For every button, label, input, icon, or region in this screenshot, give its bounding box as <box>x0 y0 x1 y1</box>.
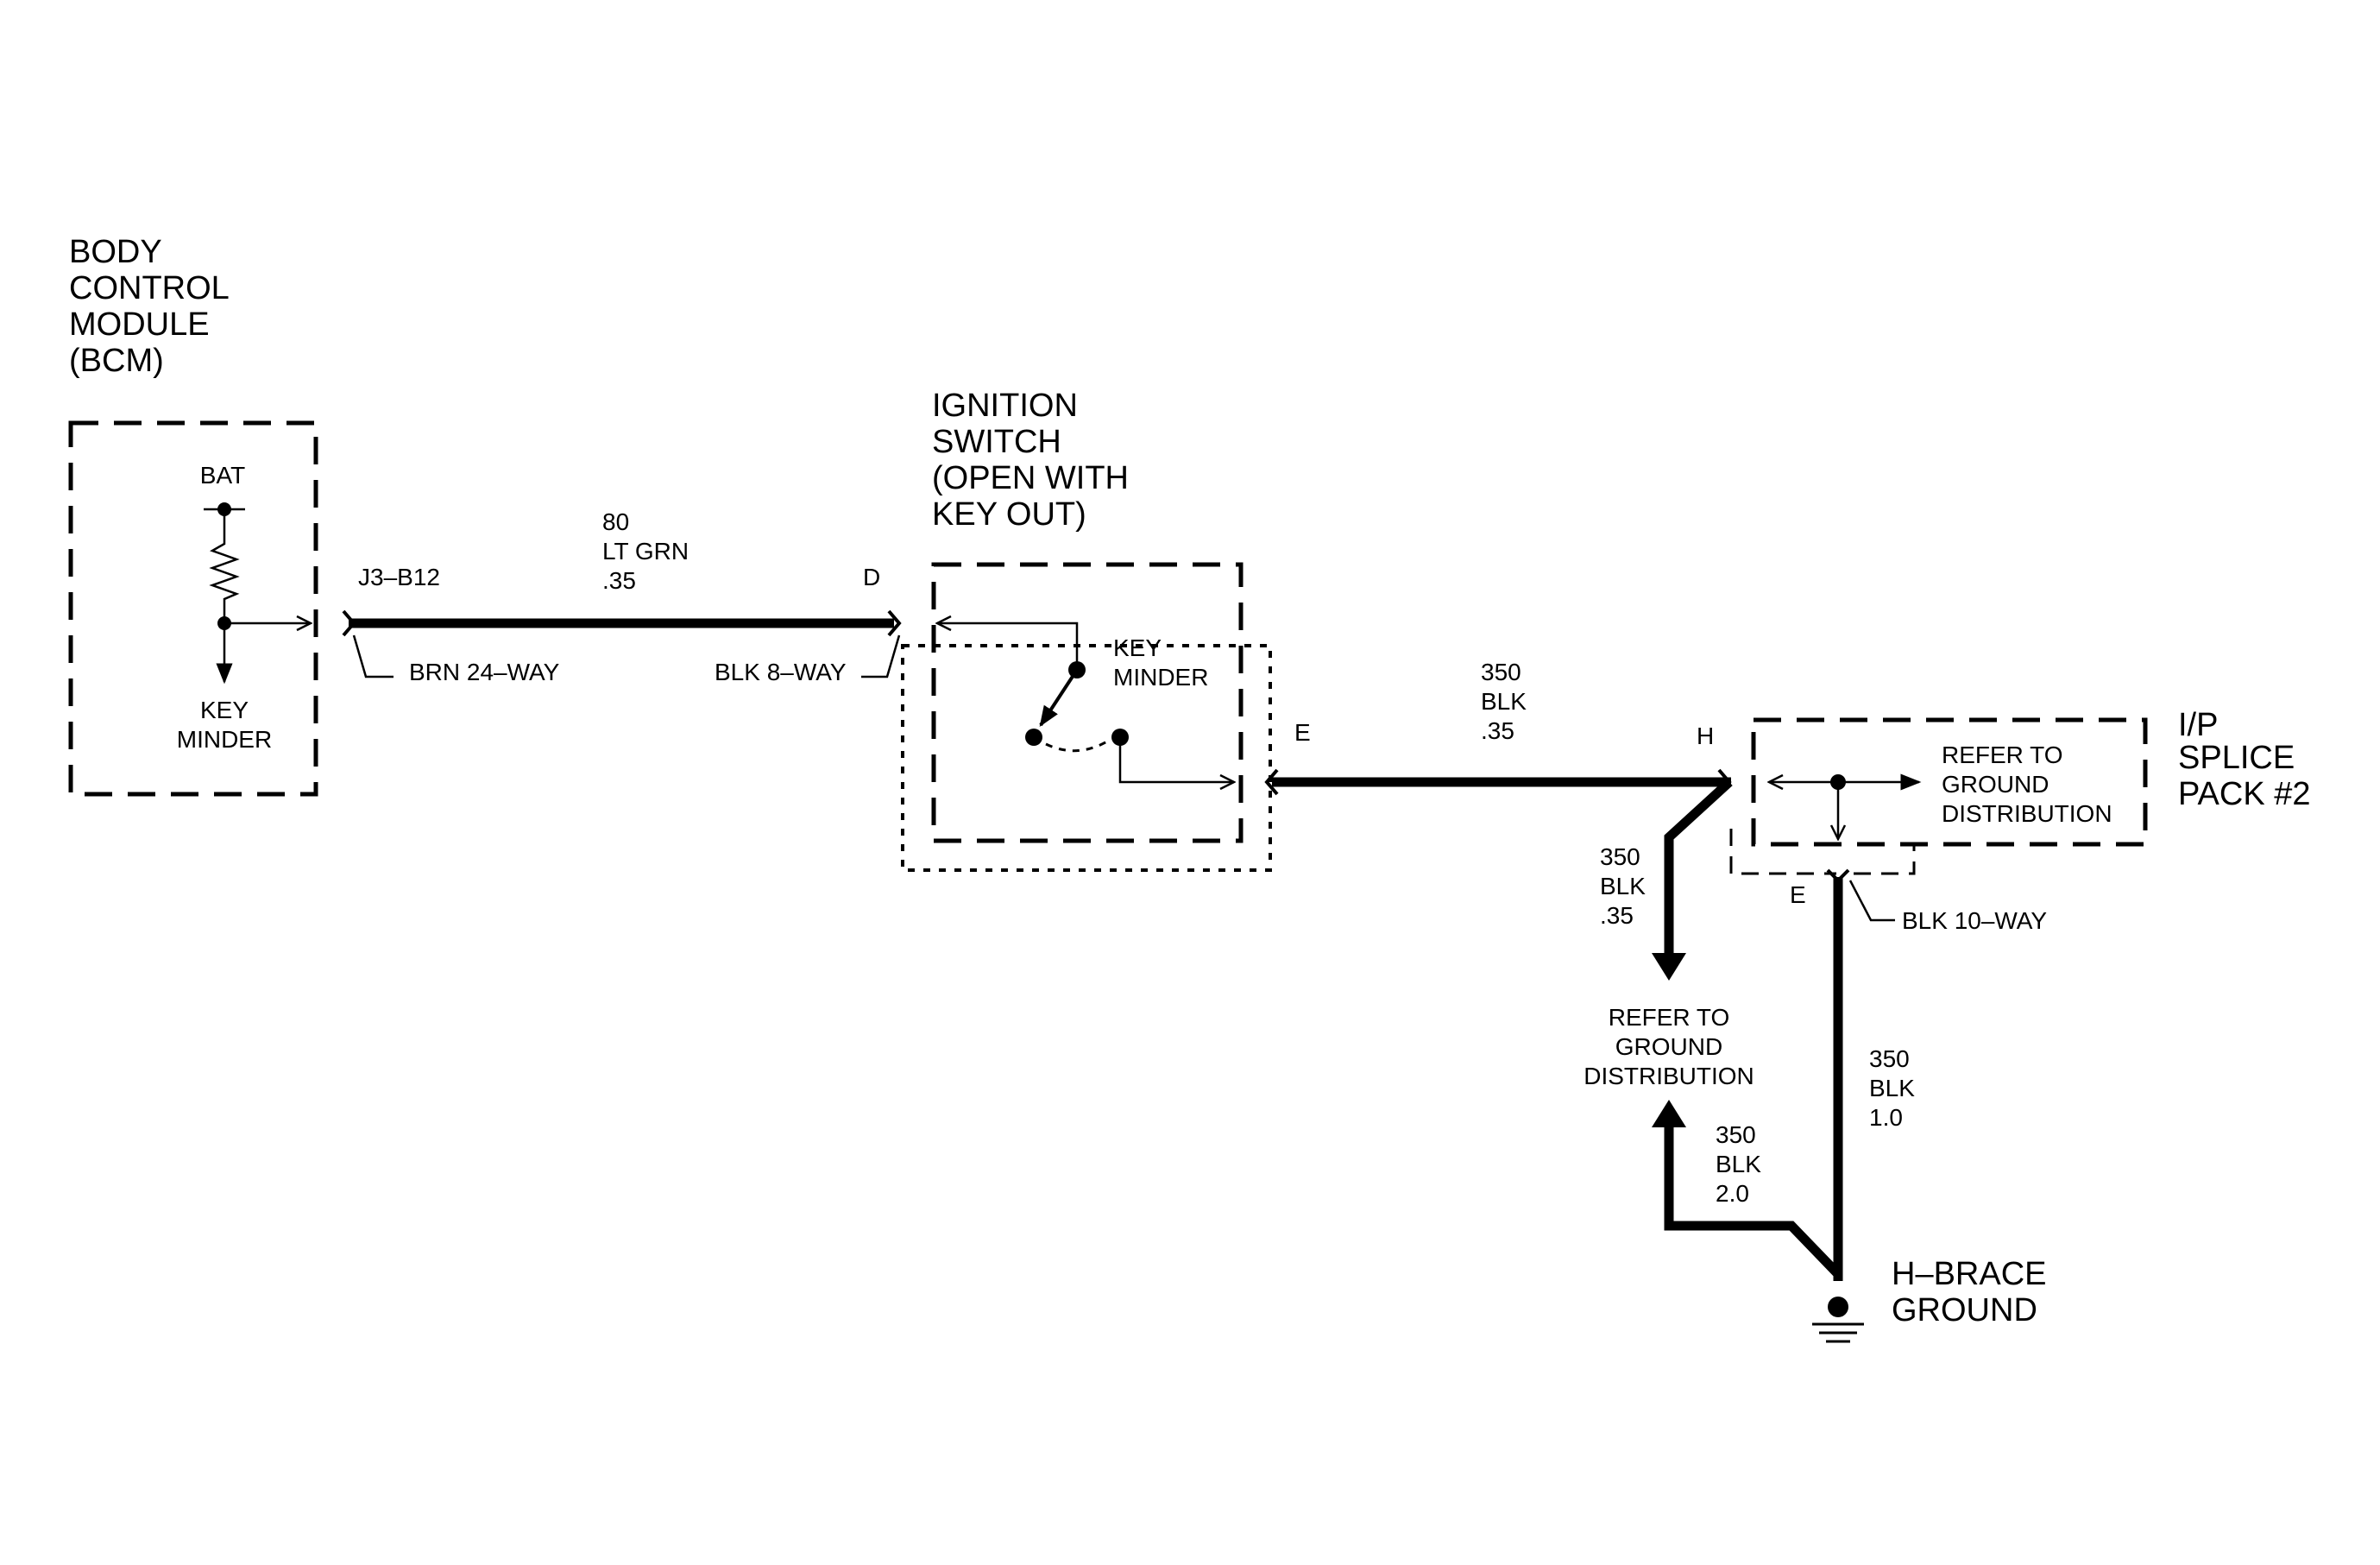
ign-out-terminal <box>1264 768 1279 796</box>
down-arrow-icon <box>1652 953 1686 981</box>
splice-title-line: SPLICE <box>2178 740 2295 776</box>
wire-branch-label: BLK <box>1600 873 1646 899</box>
wire-80-label: LT GRN <box>602 538 689 565</box>
splice-connector-outline <box>1729 829 1836 875</box>
bcm-module-box <box>68 420 318 797</box>
ignition-title-line: SWITCH <box>932 424 1061 460</box>
bat-label: BAT <box>200 462 245 489</box>
ign-output-line <box>1118 737 1234 782</box>
bcm-title-line: CONTROL <box>69 270 230 306</box>
ignition-title-line: IGNITION <box>932 388 1078 424</box>
splice-pin-e: E <box>1790 881 1806 908</box>
wire-80-label: 80 <box>602 508 629 535</box>
ign-contact-label: KEY <box>1113 634 1162 661</box>
ground-distribution-ref: GROUND <box>1615 1033 1722 1060</box>
ip-splice-pack-title: I/P SPLICE PACK #2 <box>2178 707 2310 812</box>
bcm-connector-leader <box>352 634 394 678</box>
splice-connector-outline <box>1854 844 1916 875</box>
splice-connector-label: BLK 10–WAY <box>1902 907 2047 934</box>
ignition-title-line: (OPEN WITH <box>932 460 1129 496</box>
ign-in-terminal <box>887 609 902 637</box>
ignition-connector-outline <box>901 644 1272 872</box>
bcm-title: BODY CONTROL MODULE (BCM) <box>69 234 230 379</box>
splice-ref-label: REFER TO <box>1942 741 2063 768</box>
ignition-pin-d: D <box>863 564 880 590</box>
switch-pivot-dot <box>1025 729 1042 746</box>
splice-ref-label: GROUND <box>1942 771 2049 798</box>
ground-title-line: GROUND <box>1892 1292 2037 1328</box>
wire-350-blk-branch <box>1664 778 1733 956</box>
bcm-output-label: KEY <box>200 697 249 723</box>
splice-connector-leader <box>1848 880 1895 922</box>
wire-ground-label: BLK <box>1869 1075 1915 1101</box>
bcm-pin-label: J3–B12 <box>358 564 440 590</box>
ign-connector-label: BLK 8–WAY <box>715 659 847 685</box>
splice-title-line: I/P <box>2178 707 2218 743</box>
splice-ref-label: DISTRIBUTION <box>1942 800 2112 827</box>
wire-return-label: BLK <box>1716 1151 1761 1177</box>
ignition-switch-box <box>931 562 1244 843</box>
wire-return-label: 350 <box>1716 1121 1756 1148</box>
wire-350-blk-2-0 <box>1664 1124 1842 1278</box>
wire-350-label: 350 <box>1481 659 1521 685</box>
bcm-connector-label: BRN 24–WAY <box>409 659 560 685</box>
splice-title-line: PACK #2 <box>2178 776 2310 812</box>
wire-350-label: BLK <box>1481 688 1527 715</box>
ign-contact-label: MINDER <box>1113 664 1208 691</box>
bcm-title-line: BODY <box>69 234 162 270</box>
wire-branch-label: 350 <box>1600 843 1640 870</box>
wire-ground-label: 1.0 <box>1869 1104 1903 1131</box>
ground-distribution-ref: REFER TO <box>1609 1004 1730 1031</box>
ground-icon <box>1812 1297 1864 1343</box>
wire-branch-label: .35 <box>1600 902 1634 929</box>
ground-distribution-ref: DISTRIBUTION <box>1584 1063 1754 1089</box>
ignition-title-line: KEY OUT) <box>932 496 1086 533</box>
switch-travel-path <box>1045 737 1112 753</box>
bcm-output-label: MINDER <box>177 726 272 753</box>
ignition-switch-title: IGNITION SWITCH (OPEN WITH KEY OUT) <box>932 388 1129 533</box>
ip-splice-pack-box <box>1751 717 2148 847</box>
ign-input-line <box>937 623 1079 670</box>
wire-ground-label: 350 <box>1869 1045 1910 1072</box>
ignition-pin-e: E <box>1294 719 1311 746</box>
up-arrow-icon <box>1652 1100 1686 1127</box>
resistor-icon <box>209 509 240 623</box>
switch-blade-icon <box>1039 668 1079 728</box>
wire-80-label: .35 <box>602 567 636 594</box>
ign-connector-leader <box>861 634 901 678</box>
wire-350-label: .35 <box>1481 717 1514 744</box>
wire-return-label: 2.0 <box>1716 1180 1749 1207</box>
bcm-title-line: (BCM) <box>69 343 164 379</box>
ground-title-line: H–BRACE <box>1892 1256 2047 1292</box>
splice-pin-h: H <box>1697 723 1714 749</box>
bcm-title-line: MODULE <box>69 306 210 343</box>
